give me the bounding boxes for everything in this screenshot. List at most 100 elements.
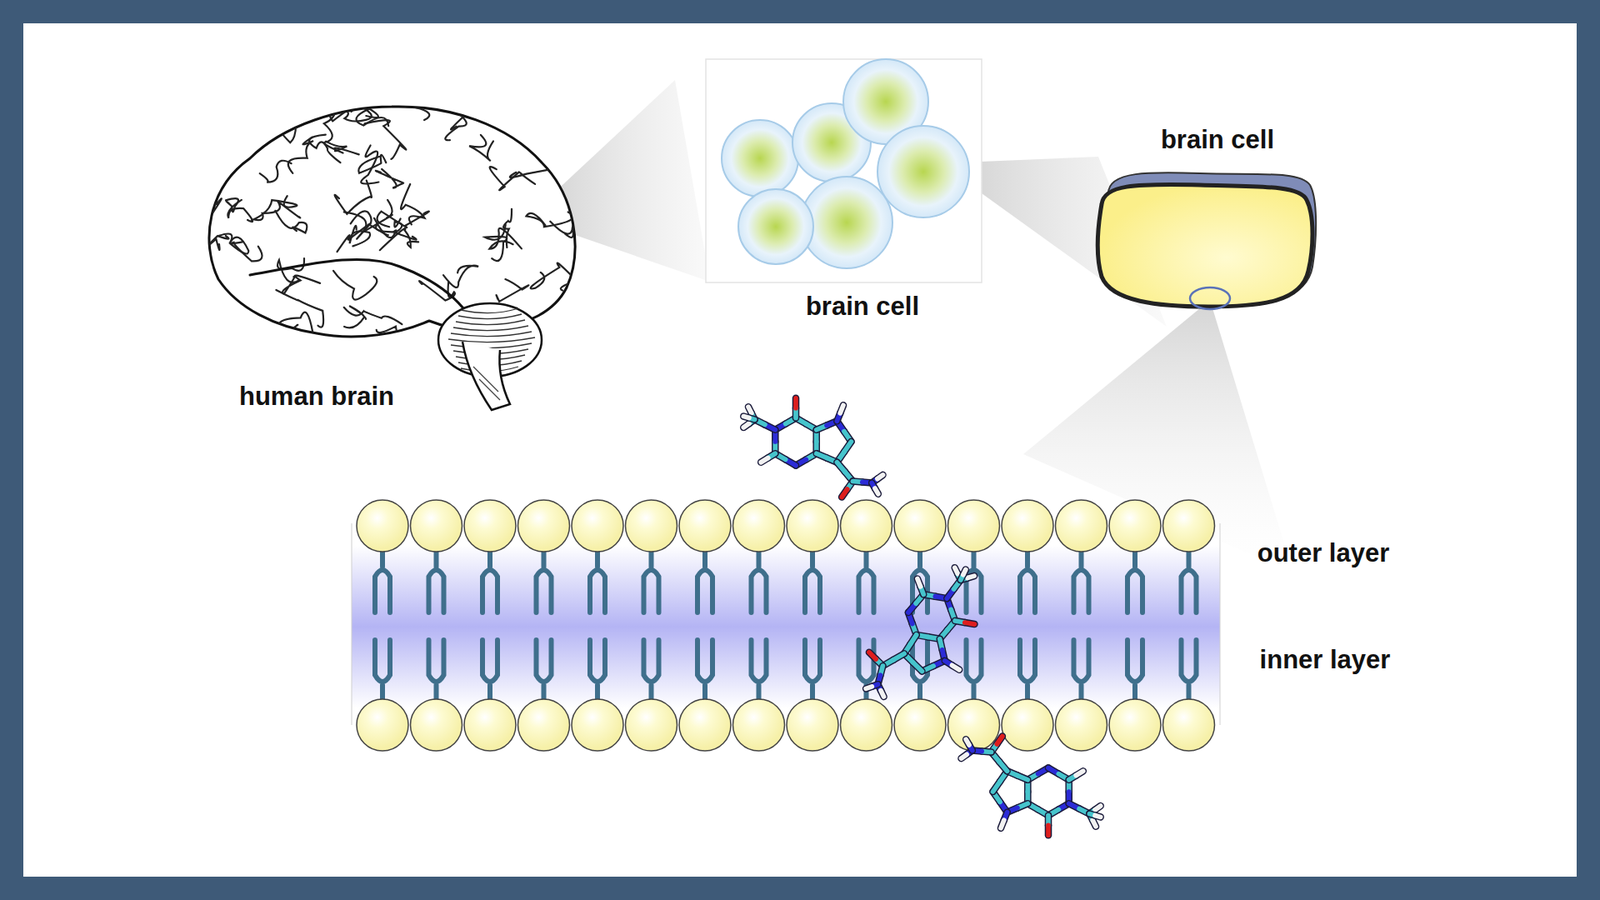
cerebellum-fold (460, 308, 519, 314)
gyrus (330, 105, 356, 122)
lipid-tail (536, 550, 552, 613)
gyrus (231, 241, 263, 261)
label: brain cell (1160, 125, 1275, 155)
lipid-tail (805, 550, 820, 613)
lipid-tail (859, 640, 875, 702)
gyrus (550, 100, 565, 133)
molecule (861, 555, 984, 710)
cell (877, 125, 970, 218)
lipid-tail (536, 640, 552, 702)
gyrus (550, 221, 580, 238)
gyrus (249, 75, 270, 116)
gyrus (325, 100, 372, 121)
lipid-tail (1127, 550, 1143, 613)
lipid-head (356, 699, 409, 751)
gyrus (384, 90, 430, 120)
lipid-tail (966, 640, 982, 702)
gyrus (200, 198, 222, 212)
lipid-tail (482, 640, 498, 702)
lipid-tail (697, 550, 713, 613)
lipid-head (894, 500, 946, 552)
lipid-head (571, 500, 624, 552)
gyrus (344, 307, 403, 325)
gyrus (324, 108, 344, 153)
canvas: human brain brain cell brain cell outer lay… (23, 23, 1577, 877)
lipid-tail (644, 640, 660, 702)
gyrus (355, 109, 389, 127)
cell (800, 176, 893, 269)
lipid-head (948, 500, 1000, 552)
lipid-head (571, 699, 624, 751)
lipid-tail (375, 640, 390, 702)
lipid-head (840, 500, 893, 552)
gyrus (375, 169, 404, 189)
lipid-head (464, 699, 516, 751)
lipid-tail (375, 550, 390, 613)
gyrus (450, 83, 477, 130)
cerebellum-fold (450, 331, 532, 337)
lipid-tail (1127, 640, 1143, 702)
label: brain cell (805, 291, 920, 322)
gyrus (333, 270, 377, 300)
lipid-tail (751, 640, 767, 702)
cluster-frame (705, 59, 982, 283)
lipid-tail (859, 550, 875, 613)
gyrus (335, 180, 372, 215)
gyrus (485, 225, 507, 261)
lipid-tail (590, 550, 605, 613)
gyrus (496, 279, 530, 302)
lipid-head (1001, 500, 1054, 552)
gyrus (360, 145, 379, 185)
gyrus (380, 228, 419, 250)
lipid-tail (751, 550, 767, 613)
lipid-head (1163, 500, 1215, 552)
gyrus (443, 265, 479, 288)
lipid-head (679, 500, 731, 552)
gyrus (275, 210, 307, 234)
gyrus (490, 166, 535, 190)
lipid-head (1109, 500, 1161, 552)
lipid-head (1109, 699, 1161, 751)
cell (721, 120, 799, 197)
lipid-head (733, 500, 785, 552)
lipid-head (894, 699, 946, 751)
lipid-tail (482, 550, 498, 613)
gyrus (531, 123, 555, 145)
lipid-tail (590, 640, 605, 702)
lipid-tail (966, 550, 982, 613)
molecule (961, 736, 1101, 836)
gyrus (510, 159, 555, 177)
gyrus (177, 141, 215, 170)
label: outer layer (1257, 538, 1390, 569)
gyrus (545, 83, 564, 112)
gyrus (251, 195, 298, 220)
lipid-tail (429, 640, 445, 702)
label: human brain (239, 381, 395, 412)
lipid-head (410, 500, 463, 552)
lipid-head (733, 699, 785, 751)
cerebellum-fold (448, 337, 535, 343)
lipid-head (840, 699, 893, 751)
lipid-head (1055, 699, 1108, 751)
lipid-head (1163, 699, 1215, 751)
molecules (743, 398, 1100, 836)
gyrus (350, 210, 372, 239)
gyrus (528, 103, 574, 149)
lipid-head (625, 500, 678, 552)
gyrus (208, 235, 229, 250)
lipid-tail (644, 550, 660, 613)
gyrus (400, 184, 425, 225)
zoom-wedge (1023, 300, 1294, 574)
gyrus (489, 228, 522, 250)
lipid-bilayer (356, 500, 1215, 751)
lipid-head (948, 699, 1000, 751)
lipid-head (625, 699, 678, 751)
gyrus (260, 160, 292, 183)
gyrus (211, 318, 238, 339)
gyrus (426, 101, 467, 140)
brain-drawing (177, 75, 605, 410)
lipid-tail (912, 550, 928, 613)
lipid-head (518, 500, 570, 552)
lipid-tail (1181, 550, 1197, 613)
cell-cluster (721, 59, 970, 269)
